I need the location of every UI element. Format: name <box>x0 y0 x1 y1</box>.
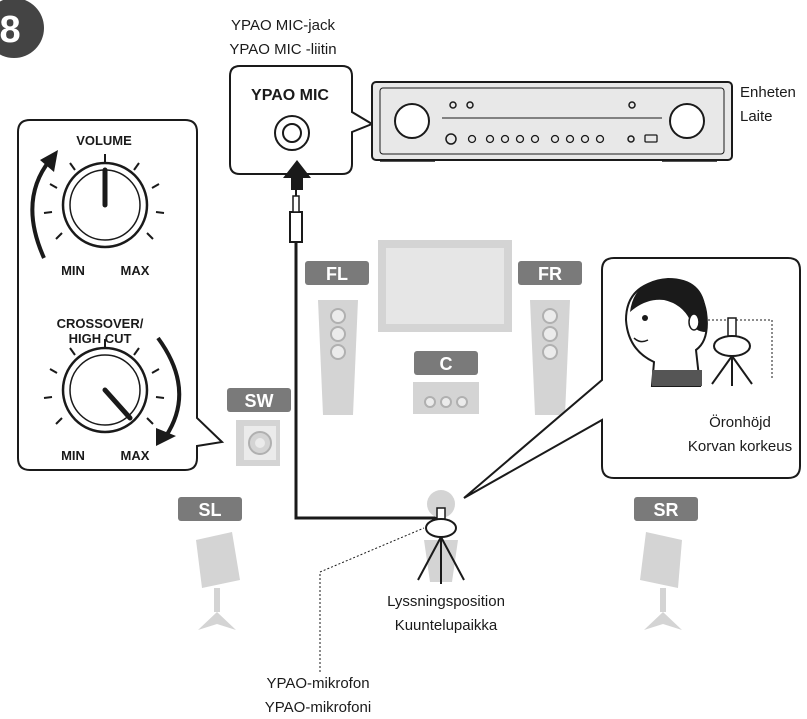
volume-knob-icon <box>669 103 705 139</box>
jack-caption-line2: YPAO MIC -liitin <box>229 41 336 58</box>
speaker-c-label: C <box>440 354 453 374</box>
callout-microphone-icon <box>711 317 753 386</box>
speaker-sl: SL <box>178 497 242 630</box>
crossover-arrow-icon <box>156 336 182 446</box>
microphone-cable <box>289 188 440 520</box>
unit-label-line1: Enheten <box>740 84 796 101</box>
unit-label-line2: Laite <box>740 108 773 125</box>
ear-height-callout: Öronhöjd Korvan korkeus <box>463 257 801 499</box>
crossover-max-label: MAX <box>121 448 150 463</box>
volume-title: VOLUME <box>76 133 132 148</box>
ear-height-line2: Korvan korkeus <box>688 438 792 455</box>
crossover-dial <box>43 339 165 434</box>
power-button-icon <box>445 133 457 145</box>
speaker-fr: FR <box>518 261 582 415</box>
subwoofer-settings-panel: VOLUME MIN MAX CROSSOVER/ HIGH CU <box>17 119 225 471</box>
volume-max-label: MAX <box>121 263 150 278</box>
ear-height-line1: Öronhöjd <box>709 413 771 431</box>
av-receiver <box>371 81 733 162</box>
volume-dial <box>43 154 165 249</box>
speaker-sr-label: SR <box>653 500 678 520</box>
listening-position-line1: Lyssningsposition <box>387 593 505 610</box>
input-knob-icon <box>394 103 430 139</box>
ypao-mic-panel-label: YPAO MIC <box>251 87 329 104</box>
speaker-sw: SW <box>227 388 291 466</box>
tv-screen <box>378 240 512 332</box>
listening-position-line2: Kuuntelupaikka <box>395 617 498 634</box>
speaker-c: C <box>413 351 479 414</box>
jack-caption-line1: YPAO MIC-jack <box>231 17 335 34</box>
microphone-leader-line <box>319 527 425 672</box>
ypao-microphone <box>417 490 465 584</box>
volume-min-label: MIN <box>61 263 85 278</box>
speaker-fl: FL <box>305 261 369 415</box>
crossover-min-label: MIN <box>61 448 85 463</box>
listener-head-icon <box>624 278 708 387</box>
speaker-fl-label: FL <box>326 264 348 284</box>
microphone-label-line1: YPAO-mikrofon <box>266 675 369 692</box>
speaker-fr-label: FR <box>538 264 562 284</box>
step-number: 8 <box>0 9 21 51</box>
step-badge: 8 <box>0 0 44 58</box>
microphone-label-line2: YPAO-mikrofoni <box>265 699 371 716</box>
crossover-dial-pointer <box>102 387 133 421</box>
speaker-sr: SR <box>634 497 698 630</box>
ypao-mic-jack-callout: YPAO MIC <box>229 65 375 175</box>
volume-arrow-icon <box>30 150 58 259</box>
crossover-title-line1: CROSSOVER/ <box>57 316 144 331</box>
speaker-sl-label: SL <box>198 500 221 520</box>
crossover-title-line2: HIGH CUT <box>69 331 132 346</box>
speaker-sw-label: SW <box>245 391 274 411</box>
insert-arrow-icon <box>283 160 311 190</box>
